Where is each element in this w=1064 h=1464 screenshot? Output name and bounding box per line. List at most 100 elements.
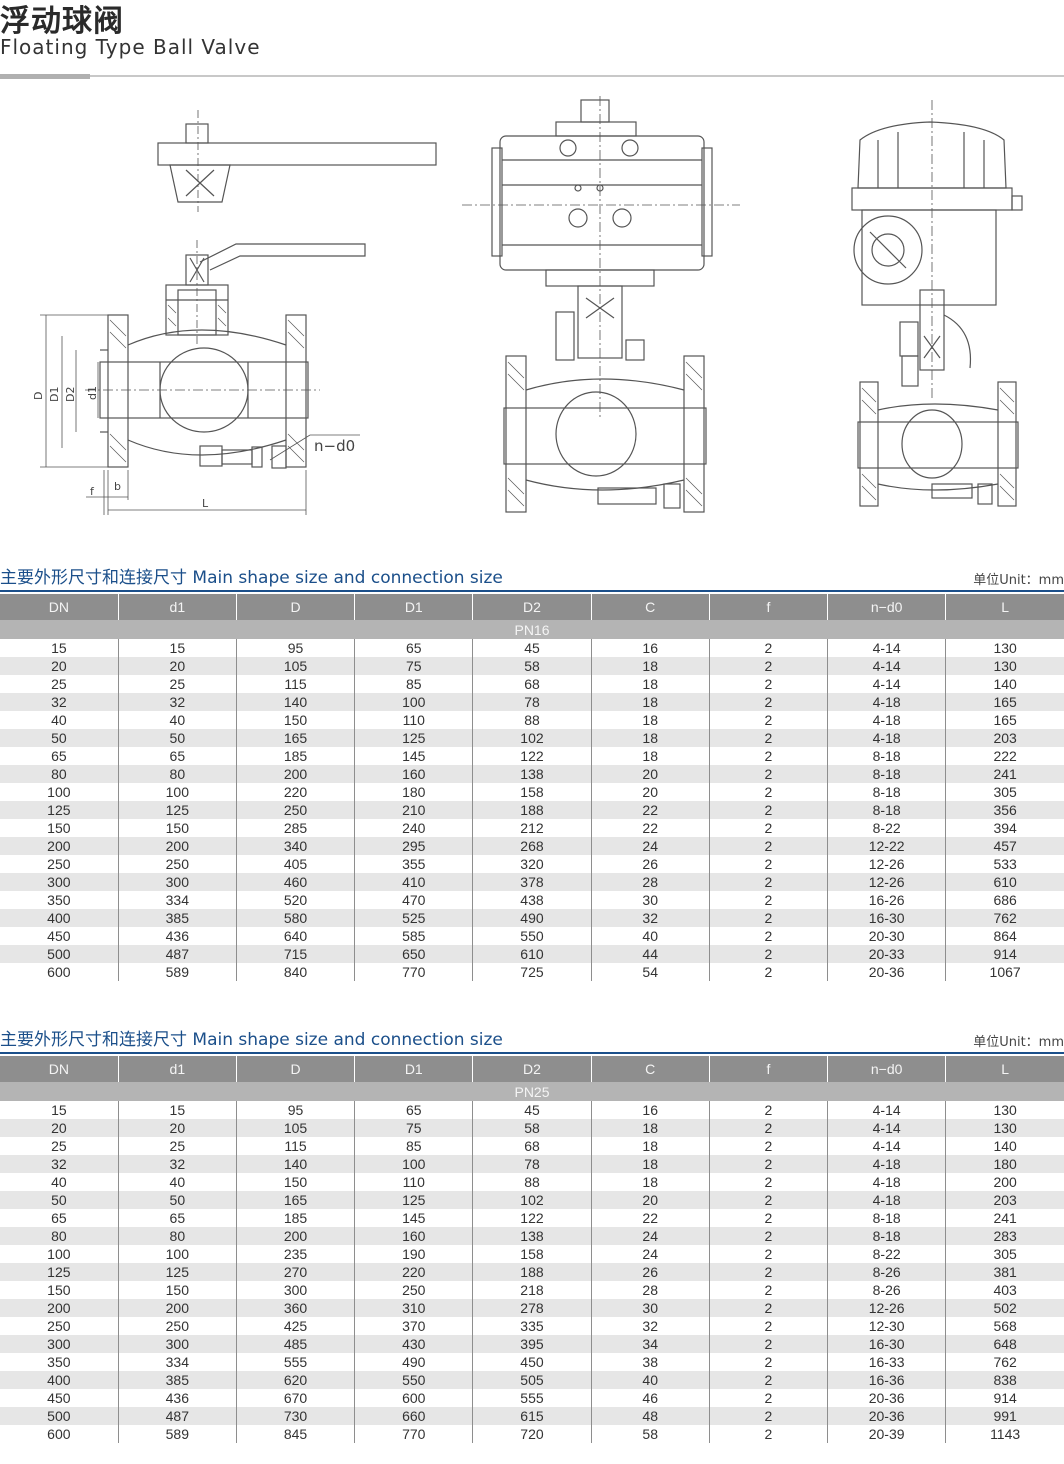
table-cell: 770 [354,1425,474,1443]
table-cell: 105 [236,657,356,675]
table-cell: 4-18 [827,729,947,747]
table-cell: 95 [236,639,356,657]
table-cell: 300 [0,873,119,891]
table-cell: 115 [236,675,356,693]
table-cell: 12-22 [827,837,947,855]
table-cell: 20-36 [827,1407,947,1425]
table-cell: 2 [709,909,829,927]
table-cell: 158 [472,783,592,801]
table-cell: 50 [118,1191,237,1209]
table-cell: 200 [236,765,356,783]
table-cell: 2 [709,639,829,657]
table-cell: 838 [945,1371,1064,1389]
table-cell: 686 [993,892,1017,908]
table-cell: 4-18 [827,711,947,729]
table-cell: 8-18 [827,747,947,765]
table-cell: 8-26 [827,1281,947,1299]
table-cell: 8-18 [827,1227,947,1245]
table-cell: 18 [591,1137,710,1155]
table-cell: 16-36 [827,1371,947,1389]
table-cell: 16-26 [827,891,947,909]
table-cell: 610 [472,945,592,963]
table-cell: 715 [236,945,356,963]
table-cell: 100 [354,1155,474,1173]
column-header: d1 [118,1056,237,1082]
table-cell: 2 [709,1299,829,1317]
table-cell: 24 [591,1245,710,1263]
table-cell: 2 [709,711,829,729]
section-title: 主要外形尺寸和连接尺寸 Main shape size and connecti… [0,1030,503,1050]
table-cell: 75 [354,1119,474,1137]
table-cell: 2 [709,1281,829,1299]
table-cell: 95 [236,1101,356,1119]
table-cell: 4-14 [827,1101,947,1119]
section-divider [0,1052,1064,1054]
table-cell: 80 [0,765,119,783]
table-cell: 80 [118,765,237,783]
dim-label-D: D [32,392,45,400]
table-cell: 20 [118,1119,237,1137]
table-cell: 46 [591,1389,710,1407]
table-cell: 75 [354,657,474,675]
pressure-group-label: PN16 [0,620,1064,639]
table-cell: 15 [0,639,119,657]
table-cell: 770 [354,963,474,981]
table-cell: 25 [118,675,237,693]
table-cell: 500 [0,1407,119,1425]
valve-technical-drawing: D D1 D2 d1 f b L n−d0 [32,96,1023,515]
table-cell: 65 [118,1209,237,1227]
table-cell: 350 [0,891,119,909]
table-cell: 125 [0,801,119,819]
table-cell: 200 [0,837,119,855]
table-cell: 130 [945,1119,1064,1137]
table-cell: 720 [472,1425,592,1443]
table-cell: 400 [0,909,119,927]
table-cell: 32 [0,693,119,711]
table-cell: 300 [0,1335,119,1353]
table-cell: 160 [354,1227,474,1245]
table-cell: 1067 [989,964,1021,980]
table-cell: 250 [0,1317,119,1335]
table-cell: 2 [709,819,829,837]
table-cell: 2 [709,837,829,855]
table-cell: 200 [993,1174,1017,1190]
table-cell: 2 [709,693,829,711]
table-cell: 218 [472,1281,592,1299]
table-cell: 220 [236,783,356,801]
table-cell: 212 [472,819,592,837]
table-cell: 105 [236,1119,356,1137]
table-cell: 4-14 [827,675,947,693]
table-cell: 32 [591,909,710,927]
table-cell: 648 [945,1335,1064,1353]
table-cell: 18 [591,747,710,765]
table-cell: 845 [236,1425,356,1443]
table-cell: 25 [0,675,119,693]
table-cell: 991 [945,1407,1064,1425]
dim-label-ndo: n−d0 [314,437,355,455]
table-cell: 25 [118,1137,237,1155]
table-cell: 26 [591,855,710,873]
table-cell: 32 [0,1155,119,1173]
table-cell: 210 [354,801,474,819]
table-cell: 615 [472,1407,592,1425]
table-cell: 22 [591,819,710,837]
table-cell: 305 [993,1246,1017,1262]
table-cell: 385 [118,1371,237,1389]
table-cell: 295 [354,837,474,855]
table-cell: 2 [709,963,829,981]
table-cell: 140 [236,1155,356,1173]
table-cell: 864 [993,928,1017,944]
table-cell: 241 [945,765,1064,783]
table-cell: 725 [472,963,592,981]
table-cell: 100 [118,783,237,801]
